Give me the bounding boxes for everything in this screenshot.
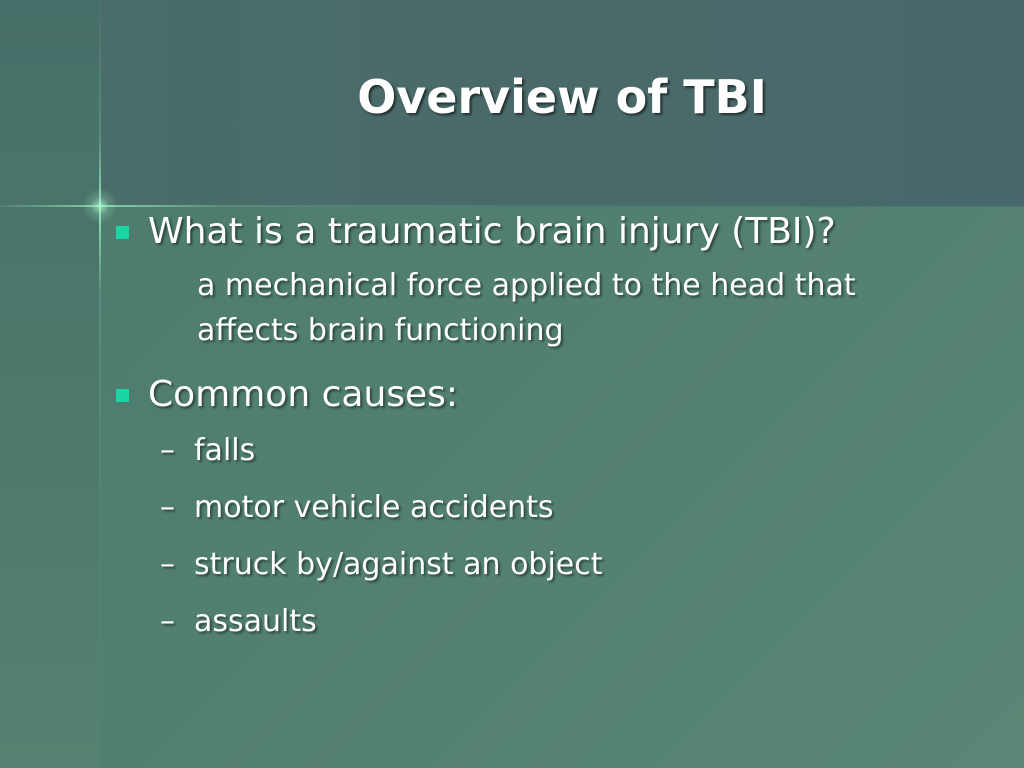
dash-icon: – <box>160 547 175 583</box>
bullet-text: What is a traumatic brain injury (TBI)? <box>148 211 836 252</box>
horizontal-glow-line <box>0 205 1024 207</box>
title-band <box>100 0 1024 207</box>
bullet-note: a mechanical force applied to the head t… <box>197 268 856 349</box>
glow-star-icon <box>82 188 118 224</box>
sub-bullet-list: – falls – motor vehicle accidents – stru… <box>112 422 992 650</box>
slide-title: Overview of TBI <box>357 70 767 124</box>
vertical-glow-line <box>99 0 101 768</box>
slide-body: What is a traumatic brain injury (TBI)? … <box>112 210 992 650</box>
left-decorative-band <box>0 0 100 768</box>
square-bullet-icon <box>116 389 129 403</box>
bullet-item: What is a traumatic brain injury (TBI)? <box>112 210 992 253</box>
square-bullet-icon <box>116 226 129 239</box>
dash-icon: – <box>160 604 175 640</box>
dash-icon: – <box>160 433 175 469</box>
sub-bullet-item: – assaults <box>160 593 992 650</box>
sub-bullet-text: falls <box>194 433 256 469</box>
sub-bullet-item: – motor vehicle accidents <box>160 479 992 536</box>
sub-bullet-item: – struck by/against an object <box>160 536 992 593</box>
bullet-text: Common causes: <box>148 374 459 416</box>
sub-bullet-text: motor vehicle accidents <box>194 490 554 526</box>
bullet-item: Common causes: <box>112 373 992 416</box>
dash-icon: – <box>160 490 175 526</box>
sub-bullet-text: assaults <box>194 604 317 640</box>
sub-bullet-item: – falls <box>160 422 992 479</box>
sub-bullet-text: struck by/against an object <box>194 547 603 583</box>
